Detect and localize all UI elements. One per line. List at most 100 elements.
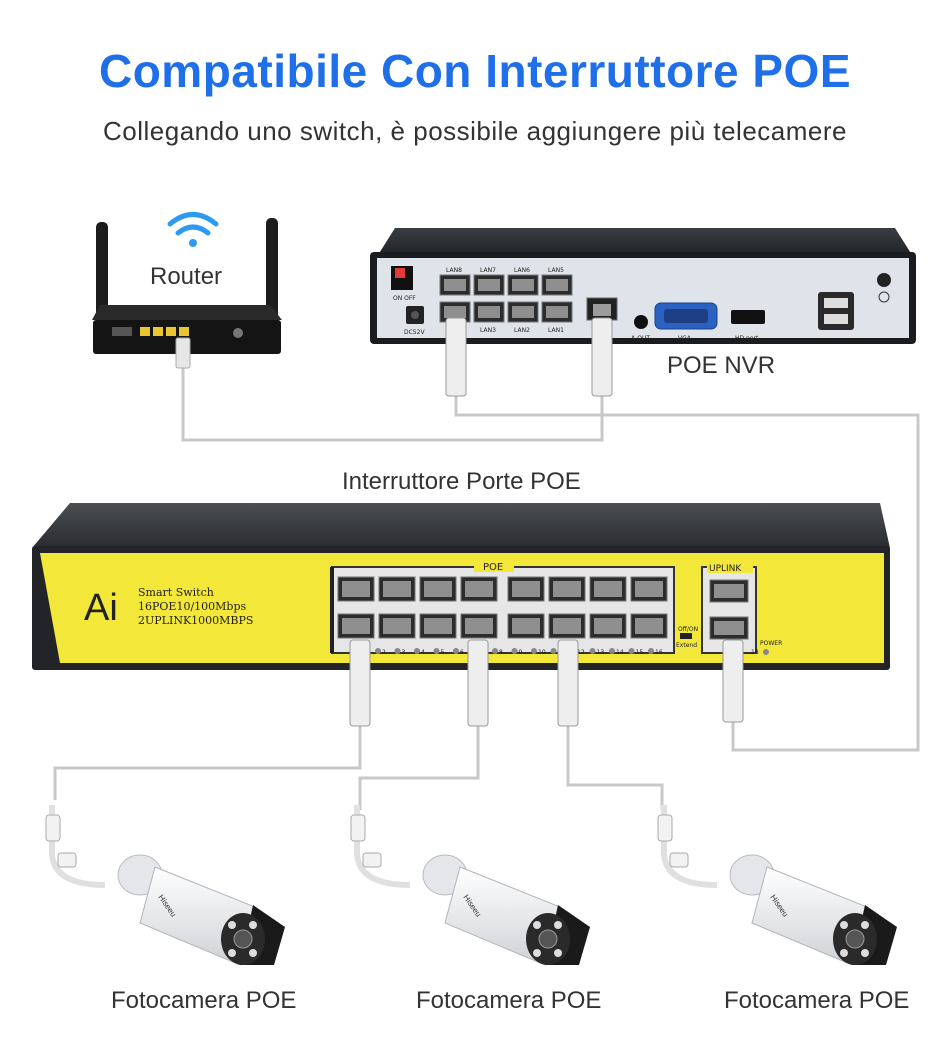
uplink-label: UPLINK (709, 564, 742, 574)
nvr-lan-ports (439, 274, 573, 323)
camera-ir-led (861, 921, 869, 929)
port-number: 14 (616, 649, 624, 656)
switch-poe-port (630, 576, 668, 602)
wifi-icon (167, 212, 219, 247)
switch-label: Interruttore Porte POE (342, 468, 581, 495)
camera-pigtail (354, 805, 411, 888)
nvr-lan-label: LAN7 (480, 267, 496, 274)
camera-ir-led (249, 921, 257, 929)
switch-poe-port (507, 613, 545, 639)
switch-uplink-port (709, 616, 749, 640)
port-number: 6 (460, 649, 464, 656)
camera-ir-led (228, 949, 236, 957)
camera-ir-led (861, 949, 869, 957)
extend-switch (680, 633, 692, 639)
switch-poe-port (460, 576, 498, 602)
hdmi-port (731, 310, 765, 324)
poe-switch: Ai Smart Switch 16POE10/100Mbps 2UPLINK1… (32, 503, 890, 727)
router-body-top (92, 305, 282, 320)
switch-poe-port (378, 613, 416, 639)
nvr-label: POE NVR (667, 352, 776, 379)
port-led (628, 648, 635, 654)
cable-cam3 (566, 725, 664, 810)
nvr-lan-label: LAN5 (548, 267, 564, 274)
camera-label-1: Fotocamera POE (111, 987, 297, 1014)
switch-brand: Ai (84, 587, 118, 629)
camera-ir-led (228, 921, 236, 929)
switch-poe-port (507, 576, 545, 602)
usb-ports (818, 292, 854, 330)
port-led (394, 648, 401, 654)
audio-out-label: A-OUT (631, 335, 650, 342)
switch-poe-port (419, 613, 457, 639)
camera-pigtail (661, 805, 718, 888)
port-number: 3 (402, 649, 406, 656)
switch-poe-port (589, 576, 627, 602)
poe-label: POE (483, 562, 503, 573)
camera-dc-connector (669, 852, 689, 868)
switch-poe-port (337, 576, 375, 602)
switch-poe-port (419, 576, 457, 602)
nvr-lan-port (541, 274, 573, 296)
extend-label: Extend (676, 642, 697, 649)
port-led (375, 648, 381, 654)
nvr-lan-port (507, 274, 539, 296)
port-led (531, 648, 537, 654)
router-antenna-right (266, 218, 278, 322)
port-led (433, 648, 440, 654)
nvr-lan-label: LAN8 (446, 267, 462, 274)
camera-ir-led (249, 949, 257, 957)
switch-plugs (349, 639, 744, 727)
nvr-plug-lan (445, 317, 467, 397)
nvr-lan-port (439, 274, 471, 296)
router-plug (175, 337, 191, 369)
ground-screw (877, 273, 891, 287)
port-led (414, 648, 420, 654)
hdmi-label: HD port (735, 335, 759, 342)
port-led (453, 648, 459, 654)
router-label: Router (150, 263, 223, 290)
vga-label: VGA (678, 335, 692, 342)
poe-camera-1: Hiseeu (45, 805, 285, 966)
camera-ir-led (533, 949, 541, 957)
port-number: 8 (499, 649, 503, 656)
nvr-lan-port (439, 301, 471, 323)
cable-router-nvr (181, 365, 604, 442)
nvr-lan-label: LAN2 (514, 327, 530, 334)
cable-cam1 (53, 725, 362, 800)
switch-line2: 16POE10/100Mbps (138, 600, 246, 613)
switch-poe-port (337, 613, 375, 639)
cables (53, 365, 920, 810)
nvr-lan-port (473, 301, 505, 323)
nvr-lan-port (507, 301, 539, 323)
router-lan-ports (140, 327, 189, 336)
switch-poe-port (548, 576, 586, 602)
camera-pigtail (49, 805, 106, 888)
switch-uplink-ports (709, 579, 749, 640)
port-number: 13 (597, 649, 605, 656)
camera-rj45-connector (657, 814, 673, 842)
camera-rj45-connector (45, 814, 61, 842)
switch-uplink-port (709, 579, 749, 603)
switch-poe-port (589, 613, 627, 639)
port-number: 15 (636, 649, 644, 656)
camera-ir-led (533, 921, 541, 929)
port-led (589, 648, 596, 654)
page-subtitle: Collegando uno switch, è possibile aggiu… (102, 116, 847, 146)
port-led (492, 648, 498, 654)
nvr-dc-label: DC52V (404, 329, 425, 336)
nvr-plug-wan (591, 317, 613, 397)
uplink-port-number: 18 (751, 649, 759, 656)
port-led (511, 648, 518, 654)
camera-ir-led (840, 949, 848, 957)
port-number: 5 (441, 649, 445, 656)
power-label: POWER (760, 640, 782, 647)
camera-lens (233, 929, 253, 949)
camera-ir-led (554, 949, 562, 957)
port-number: 12 (577, 649, 585, 656)
switch-line1: Smart Switch (138, 586, 214, 599)
cable-nvr-lan-left (454, 395, 920, 752)
switch-line3: 2UPLINK1000MBPS (138, 614, 253, 627)
port-number: 9 (519, 649, 523, 656)
